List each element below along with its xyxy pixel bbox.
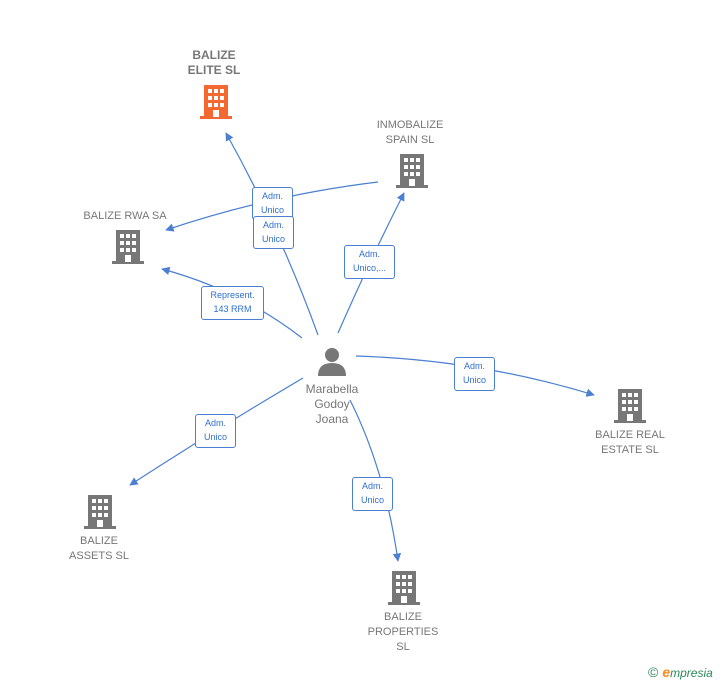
building-icon[interactable] (396, 154, 428, 188)
edge-to-balize-properties (349, 399, 402, 562)
edge-label-real-estate[interactable]: Adm. Unico (454, 357, 495, 391)
person-icon[interactable] (317, 346, 347, 376)
edge-label-inmobalize[interactable]: Adm. Unico,... (344, 245, 395, 279)
node-label-balize-assets[interactable]: BALIZE ASSETS SL (69, 535, 129, 562)
node-label-balize-properties[interactable]: BALIZE PROPERTIES SL (367, 611, 439, 653)
node-label-balize-rwa[interactable]: BALIZE RWA SA (83, 210, 167, 222)
copyright-symbol: © (648, 664, 659, 680)
empresia-logo: ©empresia (648, 664, 713, 680)
edge-label-elite-upper[interactable]: Adm. Unico (252, 187, 293, 220)
edge-label-represent[interactable]: Represent. 143 RRM (201, 286, 264, 320)
node-label-balize-elite[interactable]: BALIZE ELITE SL (187, 48, 241, 77)
building-icon[interactable] (200, 85, 232, 119)
brand-initial: e (662, 664, 671, 680)
building-icon[interactable] (84, 495, 116, 529)
edge-label-elite-lower[interactable]: Adm. Unico (253, 216, 294, 249)
node-label-person[interactable]: Marabella Godoy Joana (305, 382, 359, 426)
building-icon[interactable] (614, 389, 646, 423)
building-icon[interactable] (112, 230, 144, 264)
edge-label-assets[interactable]: Adm. Unico (195, 414, 236, 448)
building-icon[interactable] (388, 571, 420, 605)
edge-label-properties[interactable]: Adm. Unico (352, 477, 393, 511)
node-label-inmobalize-spain[interactable]: INMOBALIZE SPAIN SL (376, 119, 444, 146)
brand-name: mpresia (670, 666, 713, 680)
node-label-balize-real-estate[interactable]: BALIZE REAL ESTATE SL (595, 429, 665, 456)
